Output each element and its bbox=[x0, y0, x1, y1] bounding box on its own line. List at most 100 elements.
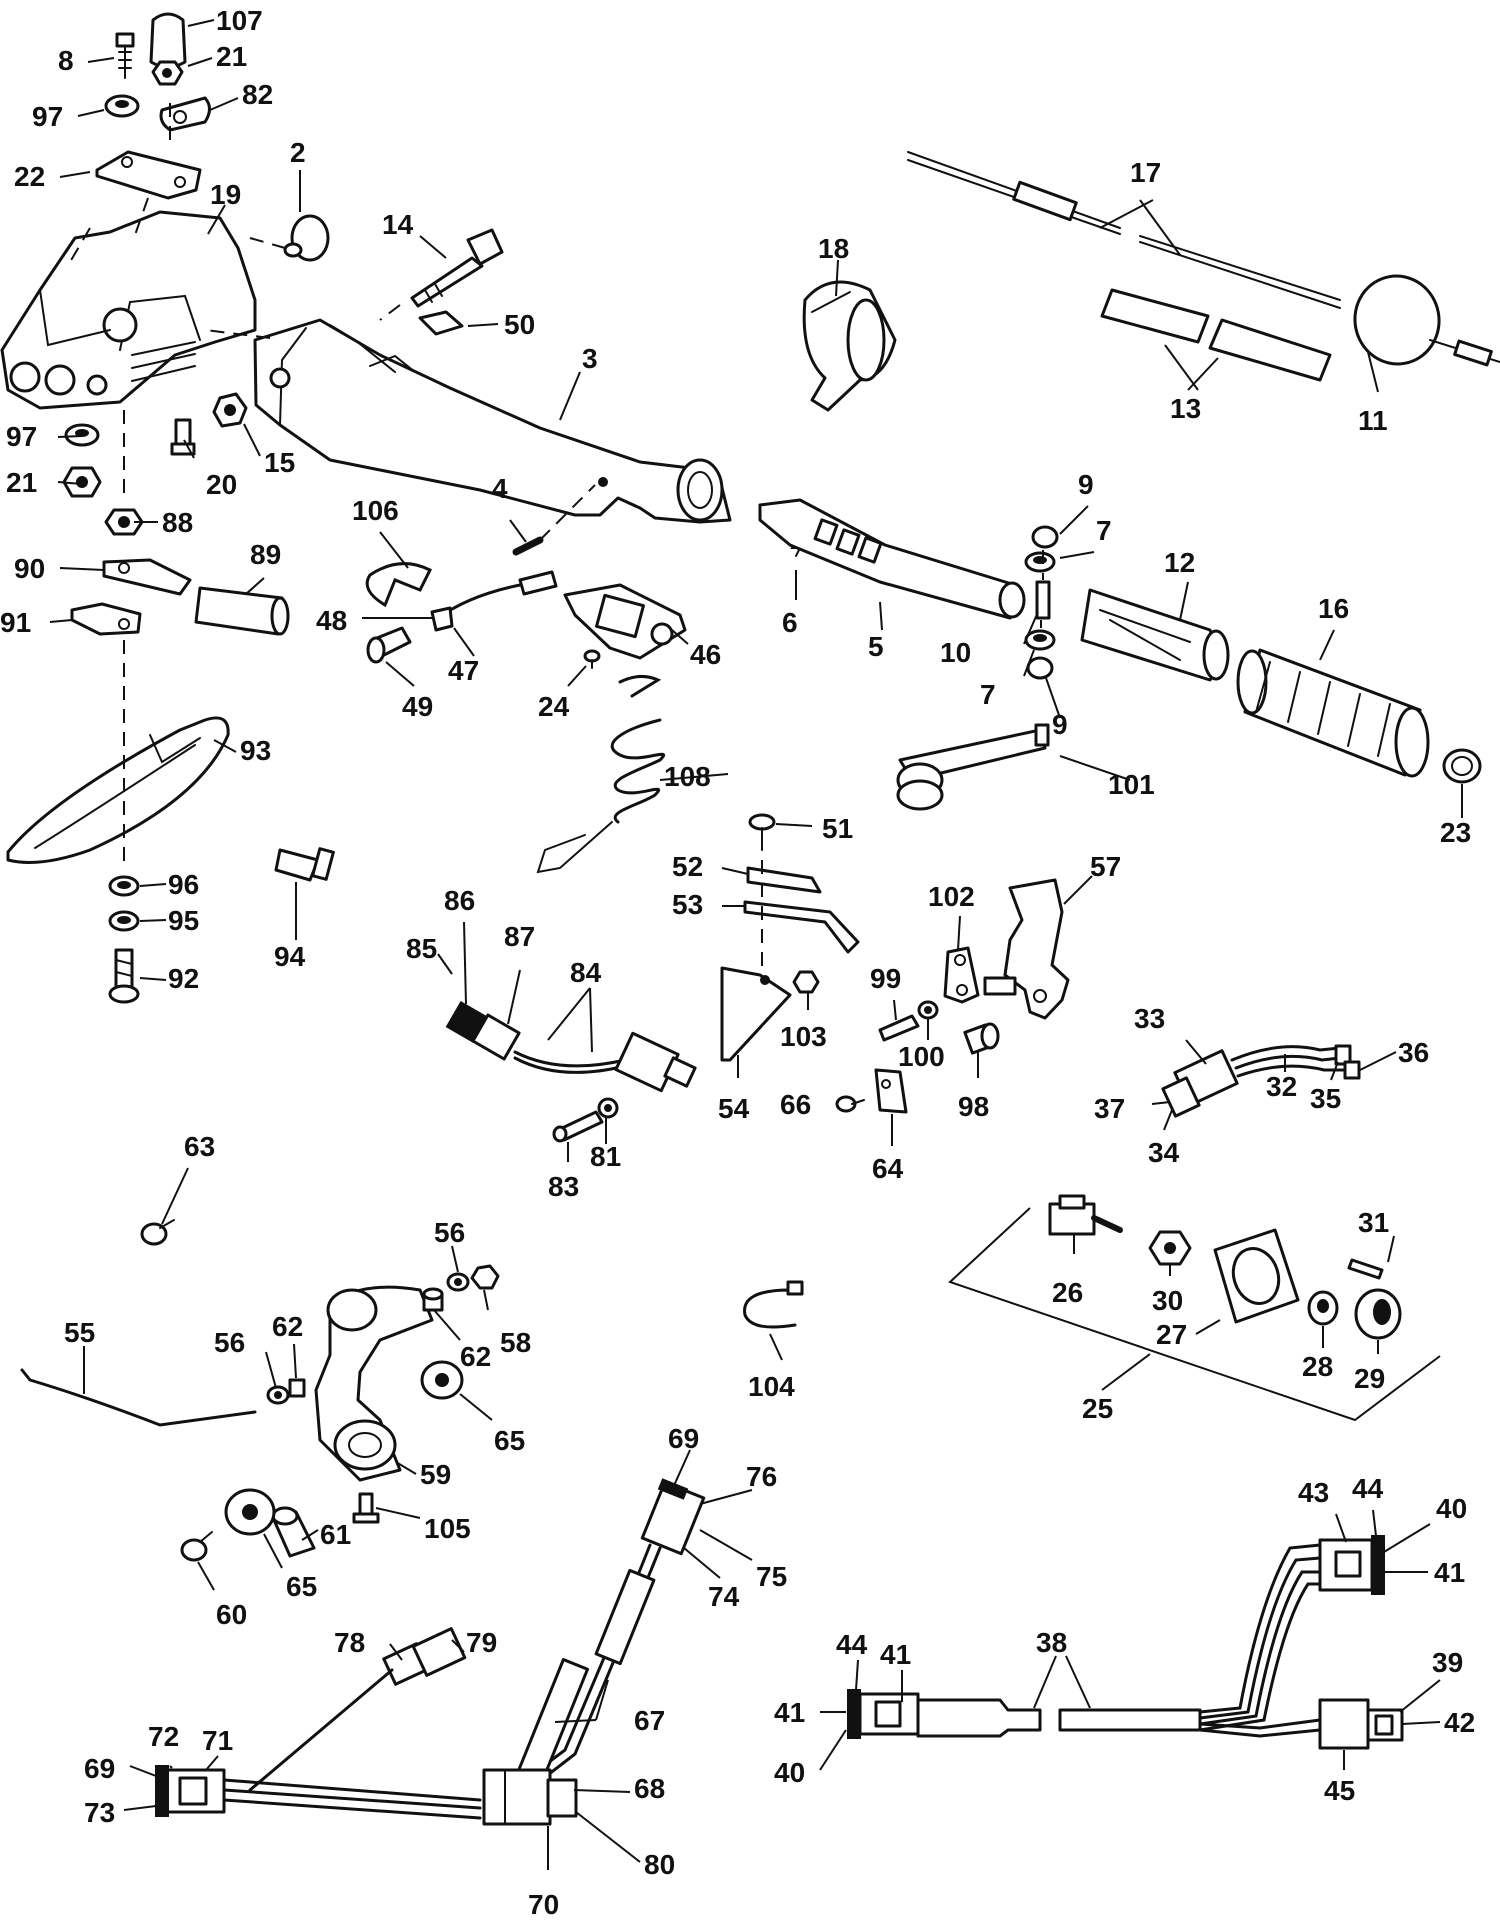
part-52-bracket bbox=[746, 866, 822, 894]
callout: 99 bbox=[870, 963, 901, 994]
callout: 38 bbox=[1036, 1627, 1067, 1658]
callout: 96 bbox=[168, 869, 199, 900]
callout: 78 bbox=[334, 1627, 365, 1658]
part-88-nut bbox=[104, 508, 144, 536]
callout: 54 bbox=[718, 1093, 750, 1124]
callout: 41 bbox=[774, 1697, 805, 1728]
part-16-grip bbox=[1236, 648, 1430, 778]
part-103-nut bbox=[792, 970, 820, 994]
callout: 52 bbox=[672, 851, 703, 882]
callout: 60 bbox=[216, 1599, 247, 1630]
part-89-sleeve bbox=[194, 586, 290, 636]
callout: 34 bbox=[1148, 1137, 1180, 1168]
part-82-clamp bbox=[159, 96, 211, 132]
callout: 53 bbox=[672, 889, 703, 920]
callout: 62 bbox=[272, 1311, 303, 1342]
part-56-washer-left bbox=[266, 1385, 290, 1405]
part-7-washer-upper bbox=[1024, 551, 1056, 573]
part-95-washer bbox=[108, 910, 140, 932]
callout: 104 bbox=[748, 1371, 795, 1402]
callout: 101 bbox=[1108, 769, 1155, 800]
part-92-screw bbox=[108, 948, 140, 1004]
part-8-screw bbox=[115, 32, 135, 79]
part-46-switch bbox=[563, 583, 687, 660]
callout: 92 bbox=[168, 963, 199, 994]
callout: 65 bbox=[286, 1571, 317, 1602]
callout: 82 bbox=[242, 79, 273, 110]
callout: 98 bbox=[958, 1091, 989, 1122]
callout: 11 bbox=[1358, 405, 1388, 436]
part-107-cap bbox=[149, 12, 187, 69]
part-94-bolt bbox=[274, 847, 335, 882]
part-106-clip bbox=[365, 562, 433, 608]
part-9-nut-upper bbox=[1031, 525, 1059, 549]
part-49-fitting bbox=[366, 626, 412, 664]
callout: 25 bbox=[1082, 1393, 1113, 1424]
callout: 32 bbox=[1266, 1071, 1297, 1102]
part-108-lanyard bbox=[536, 675, 666, 874]
part-43-connector bbox=[1318, 1535, 1385, 1595]
callout: 74 bbox=[708, 1581, 740, 1612]
part-18-friction bbox=[802, 280, 897, 412]
callout: 8 bbox=[58, 45, 74, 76]
callout: 91 bbox=[0, 607, 31, 638]
part-87-connector bbox=[471, 1013, 521, 1061]
part-57-lever bbox=[983, 878, 1070, 1020]
part-3-tiller-arm bbox=[253, 318, 732, 524]
part-15-nut bbox=[212, 392, 248, 428]
callout: 9 bbox=[1078, 469, 1094, 500]
part-65-washer-left bbox=[224, 1488, 276, 1536]
part-102-plate bbox=[943, 946, 980, 1004]
part-59-lever bbox=[314, 1285, 434, 1482]
part-62-fitting-right bbox=[422, 1287, 444, 1312]
part-24-screw bbox=[583, 649, 601, 669]
callout: 10 bbox=[940, 637, 971, 668]
part-23-ring bbox=[1442, 748, 1482, 784]
part-97-washer bbox=[104, 94, 140, 118]
callout: 44 bbox=[836, 1629, 868, 1660]
callout: 73 bbox=[84, 1797, 115, 1828]
part-30-nut bbox=[1148, 1230, 1192, 1266]
callout: 37 bbox=[1094, 1093, 1125, 1124]
callout: 97 bbox=[32, 101, 63, 132]
callout: 7 bbox=[1096, 515, 1112, 546]
part-harness-cable bbox=[222, 1778, 482, 1820]
part-17-cable bbox=[907, 151, 1500, 367]
callout: 17 bbox=[1130, 157, 1161, 188]
callout: 43 bbox=[1298, 1477, 1329, 1508]
callout: 79 bbox=[466, 1627, 497, 1658]
callout: 69 bbox=[668, 1423, 699, 1454]
part-26-toggle-switch bbox=[1048, 1194, 1123, 1236]
callout: 15 bbox=[264, 447, 295, 478]
callout: 93 bbox=[240, 735, 271, 766]
part-28-nut bbox=[1307, 1290, 1339, 1326]
callout: 56 bbox=[214, 1327, 245, 1358]
part-76-connector bbox=[640, 1478, 706, 1556]
callout: 106 bbox=[352, 495, 399, 526]
callout: 103 bbox=[780, 1021, 827, 1052]
callout: 84 bbox=[570, 957, 602, 988]
part-65-washer-right bbox=[420, 1360, 464, 1400]
callout: 58 bbox=[500, 1327, 531, 1358]
part-53-bracket bbox=[743, 900, 860, 954]
alignment-lines bbox=[69, 100, 1044, 975]
callout: 31 bbox=[1358, 1207, 1389, 1238]
part-19-bracket bbox=[0, 210, 257, 410]
part-13-sleeve bbox=[1100, 288, 1332, 382]
callout: 50 bbox=[504, 309, 535, 340]
callout: 3 bbox=[582, 343, 598, 374]
callout: 46 bbox=[690, 639, 721, 670]
callout: 86 bbox=[444, 885, 475, 916]
part-62-fitting-left bbox=[288, 1378, 306, 1398]
part-10-pin bbox=[1035, 580, 1051, 620]
callout: 7 bbox=[980, 679, 996, 710]
part-97-washer-lower bbox=[64, 423, 100, 447]
callout: 18 bbox=[818, 233, 849, 264]
part-100-washer bbox=[917, 1000, 939, 1020]
part-90-plate bbox=[102, 558, 192, 596]
callout: 49 bbox=[402, 691, 433, 722]
part-21-nut bbox=[151, 60, 184, 86]
part-91-plate bbox=[70, 602, 142, 636]
callout: 35 bbox=[1310, 1083, 1341, 1114]
callout: 9 bbox=[1052, 709, 1068, 740]
